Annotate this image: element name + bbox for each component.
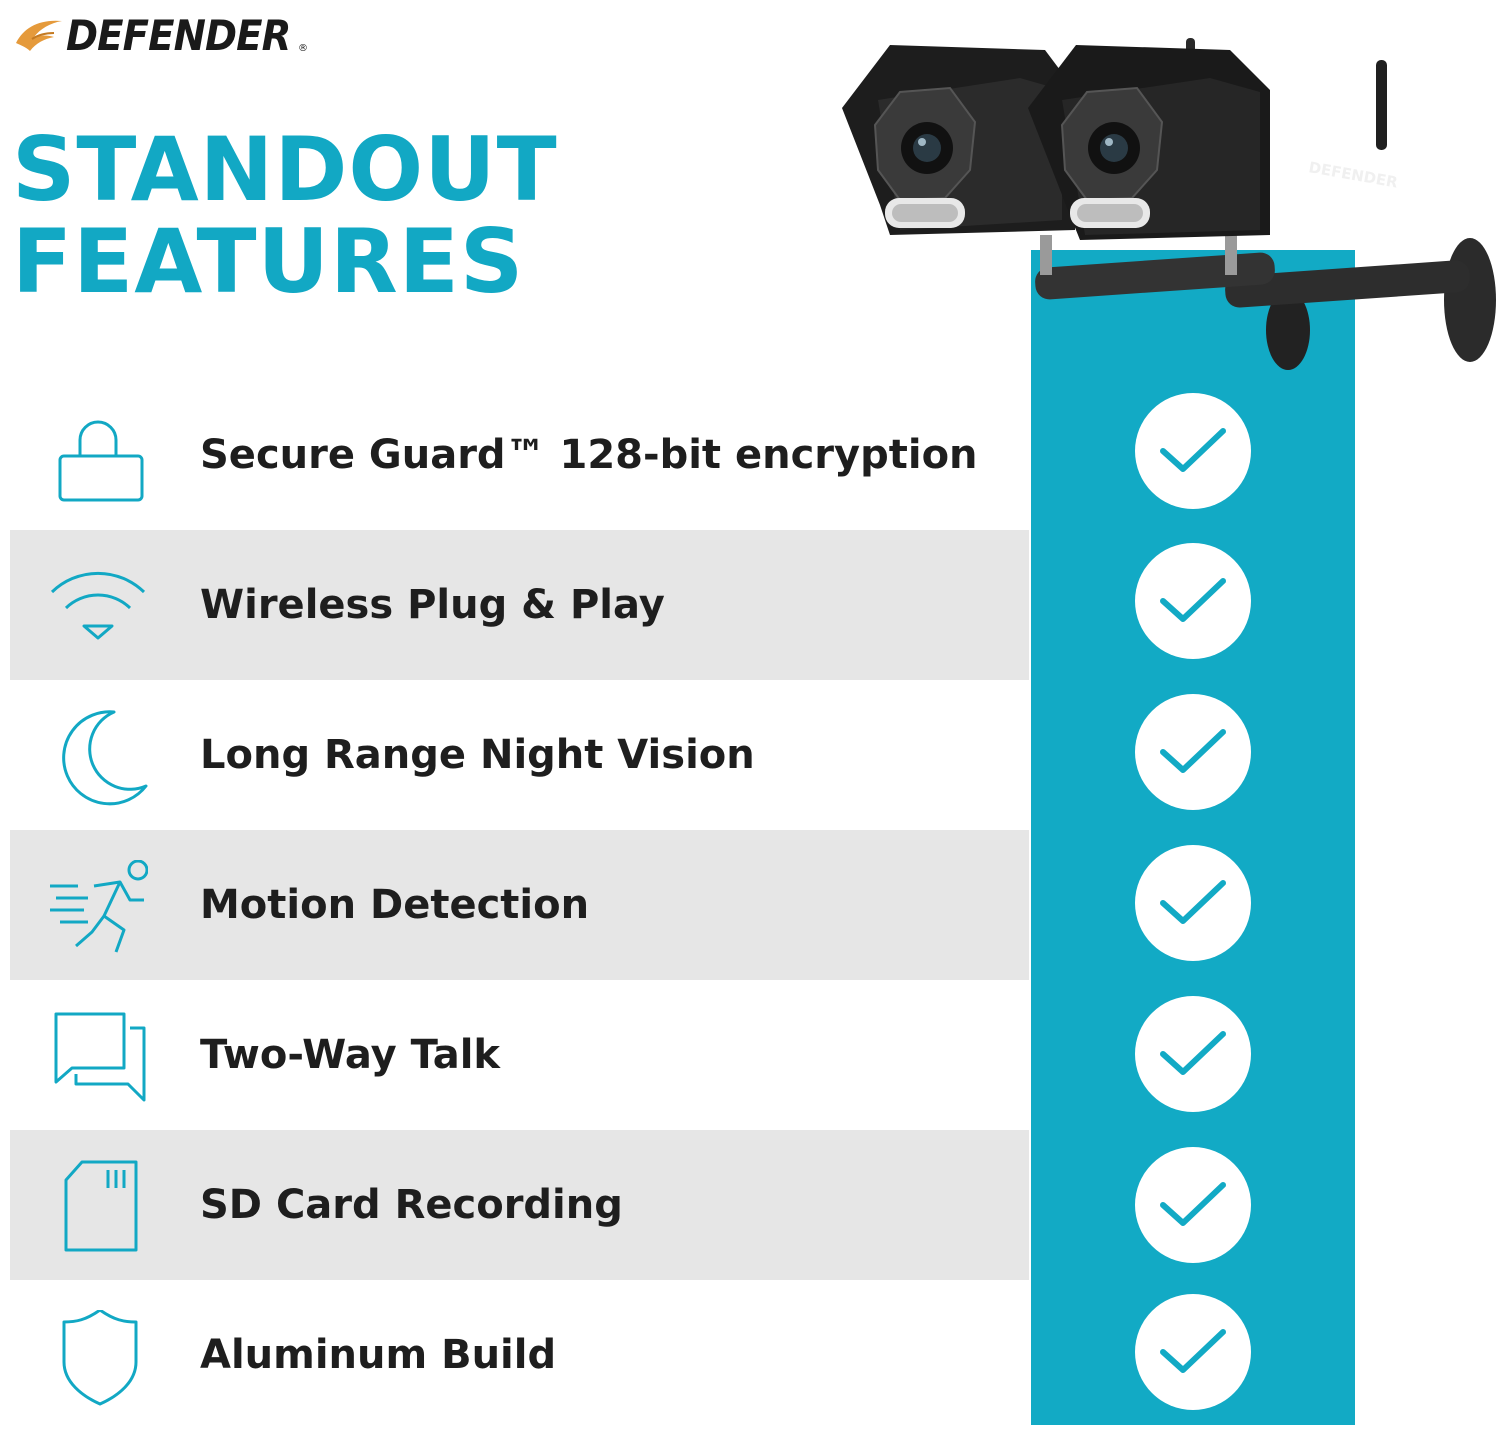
eagle-logo-icon: [16, 20, 62, 51]
feature-label: Wireless Plug & Play: [200, 582, 665, 628]
feature-row-sd-card: SD Card Recording: [10, 1130, 1029, 1280]
title-line-1: STANDOUT: [12, 118, 558, 221]
feature-row-encryption: Secure Guard™ 128-bit encryption: [10, 380, 1029, 530]
feature-label: SD Card Recording: [200, 1182, 623, 1228]
checkmark-icon: [1160, 880, 1226, 924]
lock-icon: [58, 420, 144, 502]
feature-label: Long Range Night Vision: [200, 732, 755, 778]
feature-row-wireless: Wireless Plug & Play: [10, 530, 1029, 680]
check-badge: [1135, 543, 1251, 659]
check-badge: [1135, 1147, 1251, 1263]
brand-logo: DEFENDER ®: [10, 8, 308, 64]
checkmark-icon: [1160, 1329, 1226, 1373]
moon-icon: [62, 710, 148, 806]
checkmark-icon: [1160, 1031, 1226, 1075]
checkmark-icon: [1160, 729, 1226, 773]
checkmark-icon: [1160, 1182, 1226, 1226]
checkmark-icon: [1160, 428, 1226, 472]
shield-icon: [62, 1310, 138, 1406]
check-badge: [1135, 694, 1251, 810]
wifi-icon: [50, 571, 146, 640]
checkmark-icon: [1160, 578, 1226, 622]
title-line-2: FEATURES: [12, 210, 525, 313]
check-badge: [1135, 393, 1251, 509]
feature-label: Aluminum Build: [200, 1332, 557, 1378]
feature-row-motion: Motion Detection: [10, 830, 1029, 980]
page-title: STANDOUT FEATURES: [12, 124, 558, 308]
registered-mark: ®: [297, 43, 308, 54]
feature-row-night-vision: Long Range Night Vision: [10, 680, 1029, 830]
feature-row-two-way-talk: Two-Way Talk: [10, 980, 1029, 1130]
check-badge: [1135, 845, 1251, 961]
feature-row-aluminum: Aluminum Build: [10, 1280, 1029, 1430]
check-badge: [1135, 1294, 1251, 1410]
check-badge: [1135, 996, 1251, 1112]
running-person-icon: [50, 860, 148, 953]
feature-label: Motion Detection: [200, 882, 590, 928]
chat-bubbles-icon: [54, 1012, 146, 1102]
camera-brand-label: DEFENDER: [1307, 158, 1399, 191]
feature-label: Secure Guard™ 128-bit encryption: [200, 432, 978, 478]
security-cameras-image: DEFENDER: [842, 38, 1496, 370]
feature-label: Two-Way Talk: [200, 1032, 501, 1078]
sd-card-icon: [64, 1160, 138, 1252]
brand-name: DEFENDER: [66, 11, 291, 60]
